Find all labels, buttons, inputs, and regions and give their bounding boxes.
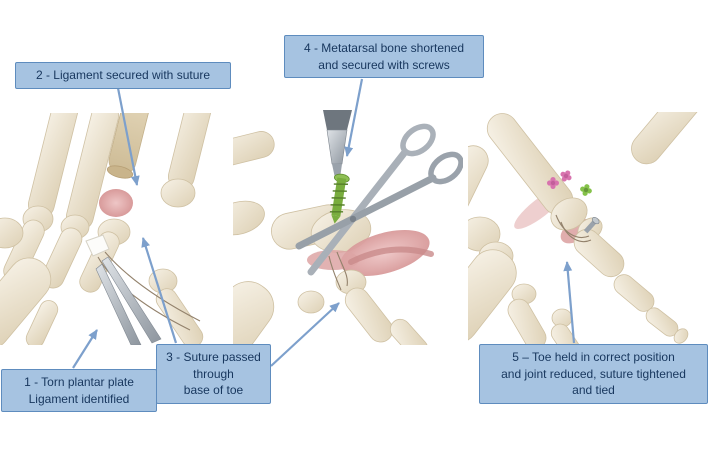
callout-step-5: 5 – Toe held in correct position and joi… xyxy=(479,344,708,404)
arrow-step-2 xyxy=(116,87,140,186)
arrow-step-5 xyxy=(563,261,576,344)
screw-head-green-icon xyxy=(580,184,592,196)
exposed-joint-tissue xyxy=(99,189,133,217)
panel-2-illustration xyxy=(233,110,463,345)
suture-thread xyxy=(97,256,191,331)
joint-pin-icon xyxy=(583,216,600,234)
forceps-instrument xyxy=(95,256,162,345)
callout-step-3: 3 - Suture passed through base of toe xyxy=(156,344,271,404)
callout-step-1: 1 - Torn plantar plate Ligament identifi… xyxy=(1,369,157,413)
panel-3-illustration xyxy=(468,112,707,345)
arrow-step-1 xyxy=(72,329,98,369)
suture-thread xyxy=(555,214,590,238)
screwdriver-instrument xyxy=(323,110,352,178)
screw-head-pink-icon xyxy=(547,177,559,189)
callout-step-4: 4 - Metatarsal bone shortened and secure… xyxy=(284,35,484,79)
panel-1-illustration xyxy=(0,113,220,345)
suture-thread xyxy=(328,255,342,291)
screw-head-pink-icon xyxy=(560,170,572,182)
plantar-plate-fragment xyxy=(85,234,110,257)
phalanx-bone xyxy=(613,274,655,312)
callout-step-2: 2 - Ligament secured with suture xyxy=(15,62,231,89)
hallux-bone xyxy=(468,249,517,344)
suture-thread xyxy=(560,221,592,243)
suture-thread xyxy=(104,251,201,322)
callout-arrows xyxy=(72,78,576,369)
bone-screw-icon xyxy=(329,173,350,224)
suture-thread xyxy=(336,251,348,287)
hallux-bone xyxy=(0,257,52,345)
arrow-step-4 xyxy=(344,78,364,157)
arrow-step-3a xyxy=(141,237,178,344)
bone-cut-surface xyxy=(106,165,134,179)
scissors-instrument xyxy=(295,123,463,276)
arrow-step-3b xyxy=(270,302,340,367)
